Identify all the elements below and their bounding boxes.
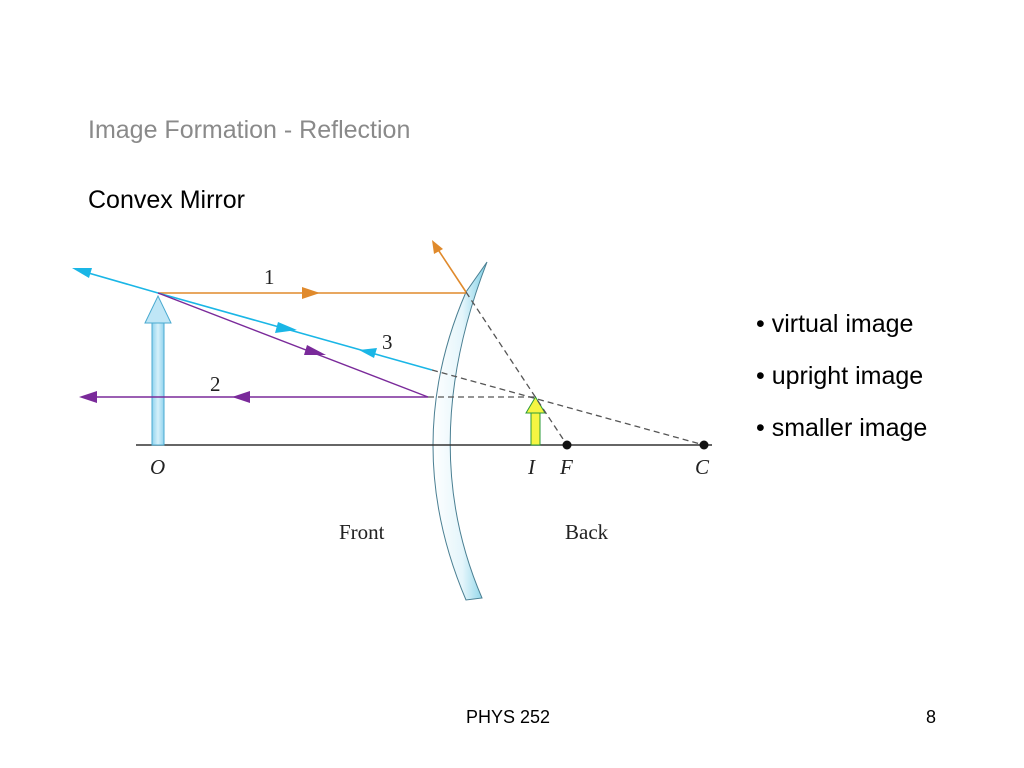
back-label: Back <box>565 520 609 544</box>
properties-list: • virtual image • upright image • smalle… <box>756 310 927 466</box>
slide-subtitle: Convex Mirror <box>88 186 245 214</box>
construction-lines <box>428 291 705 446</box>
center-label: C <box>695 455 710 479</box>
bullet-virtual-image: • virtual image <box>756 310 914 338</box>
ray-2-label: 2 <box>210 372 221 396</box>
slide-title: Image Formation - Reflection <box>88 116 411 144</box>
bullet-upright-image: • upright image <box>756 362 924 390</box>
image-arrow <box>525 396 546 446</box>
bullet-smaller-image: • smaller image <box>756 414 928 442</box>
ray-2 <box>79 292 429 403</box>
focal-point-dot <box>562 440 572 450</box>
convex-mirror <box>432 261 488 601</box>
ray-1-label: 1 <box>264 265 275 289</box>
ray-3 <box>72 268 433 371</box>
object-label: O <box>150 455 165 479</box>
footer-page-number: 8 <box>926 707 937 727</box>
front-label: Front <box>339 520 385 544</box>
ray-1 <box>158 240 467 299</box>
center-of-curvature-dot <box>699 440 709 450</box>
object-arrow <box>144 294 172 446</box>
image-label: I <box>527 455 536 479</box>
ray-3-label: 3 <box>382 330 393 354</box>
focal-point-label: F <box>559 455 573 479</box>
footer-course: PHYS 252 <box>466 707 551 727</box>
